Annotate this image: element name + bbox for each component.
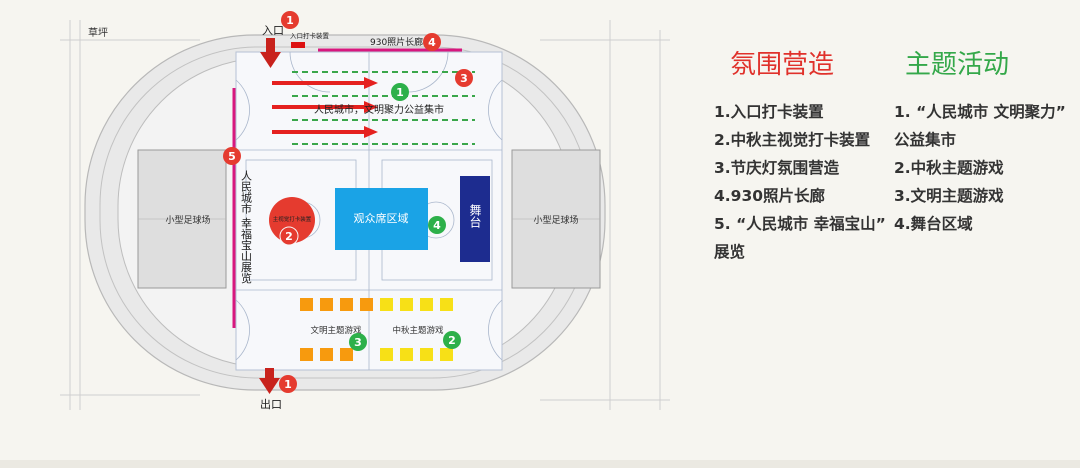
activity-item: 2.中秋主题游戏 (894, 159, 1004, 177)
marker-exit-number: 1 (284, 378, 292, 391)
entrance-label: 入口 (262, 24, 284, 37)
exit-arrow (259, 368, 280, 394)
atmosphere-item: 2.中秋主视觉打卡装置 (714, 131, 871, 149)
marker-visual (279, 226, 299, 246)
activity-item: 公益集市 (894, 131, 957, 149)
marker-midautumn-game (443, 331, 461, 349)
civil-game-booths (300, 298, 373, 361)
entrance-arrow (260, 38, 281, 68)
exit-label: 出口 (260, 397, 282, 411)
market-label: 人民城市，文明聚力公益集市 (314, 103, 444, 116)
marker-civil-game (349, 333, 367, 351)
audience-area (335, 188, 428, 250)
activity-item: 4.舞台区域 (894, 215, 973, 233)
marker-lanterns (455, 69, 473, 87)
exhibition-label: 人民城市 幸福宝山展览 (240, 170, 253, 284)
audience-label: 观众席区域 (354, 211, 409, 225)
marker-exit (279, 375, 297, 393)
marker-entrance-number: 1 (286, 14, 294, 27)
photo-corridor-label: 930照片长廊 (370, 36, 423, 48)
grass-label: 草坪 (88, 26, 108, 39)
marker-civil-game-number: 3 (354, 336, 362, 349)
marker-audience-number: 4 (433, 219, 441, 232)
market-dashed-lines (292, 71, 475, 145)
atmosphere-item: 3.节庆灯氛围营造 (714, 159, 840, 177)
atmosphere-item: 1.入口打卡装置 (714, 103, 824, 121)
atmosphere-item: 4.930照片长廊 (714, 187, 826, 205)
marker-photo (423, 33, 441, 51)
marker-exhibition (223, 147, 241, 165)
marker-visual-number: 2 (285, 230, 293, 243)
midautumn-game-booths (380, 298, 453, 361)
visual-checkin-label: 主视觉打卡装置 (273, 215, 312, 223)
marker-entrance (281, 11, 299, 29)
activity-item: 1. “人民城市 文明聚力” (894, 103, 1066, 121)
midautumn-game-label: 中秋主题游戏 (392, 325, 444, 336)
field-right-label: 小型足球场 (533, 214, 578, 226)
visual-checkin-circle (269, 197, 315, 243)
marker-photo-number: 4 (428, 36, 436, 49)
legend: 氛围营造 主题活动 1.入口打卡装置 2.中秋主视觉打卡装置 3.节庆灯氛围营造… (700, 40, 1080, 340)
marker-audience (428, 216, 446, 234)
stage-label: 舞台 (468, 204, 482, 228)
venue-map: 小型足球场 小型足球场 草坪 入口 入口打卡装置 1 930照片长廊 4 (60, 11, 670, 411)
marker-market (391, 83, 409, 101)
atmosphere-list: 1.入口打卡装置 2.中秋主视觉打卡装置 3.节庆灯氛围营造 4.930照片长廊… (714, 98, 894, 266)
lantern-arrows (272, 77, 378, 138)
marker-lanterns-number: 3 (460, 72, 468, 85)
stage (460, 176, 490, 262)
bottom-bar (0, 460, 1080, 468)
field-left-label: 小型足球场 (165, 214, 210, 226)
marker-midautumn-game-number: 2 (448, 334, 456, 347)
activity-title: 主题活动 (905, 50, 1010, 80)
marker-market-number: 1 (396, 86, 404, 99)
background-lines (60, 20, 670, 410)
marker-exhibition-number: 5 (228, 150, 236, 163)
civil-game-label: 文明主题游戏 (310, 325, 362, 336)
atmosphere-title: 氛围营造 (730, 50, 835, 80)
atmosphere-item: 展览 (714, 243, 746, 261)
atmosphere-item: 5. “人民城市 幸福宝山” (714, 215, 886, 233)
checkin-device (291, 42, 305, 48)
activity-item: 3.文明主题游戏 (894, 187, 1004, 205)
checkin-device-label: 入口打卡装置 (290, 31, 330, 40)
activity-list: 1. “人民城市 文明聚力” 公益集市 2.中秋主题游戏 3.文明主题游戏 4.… (894, 98, 1080, 238)
